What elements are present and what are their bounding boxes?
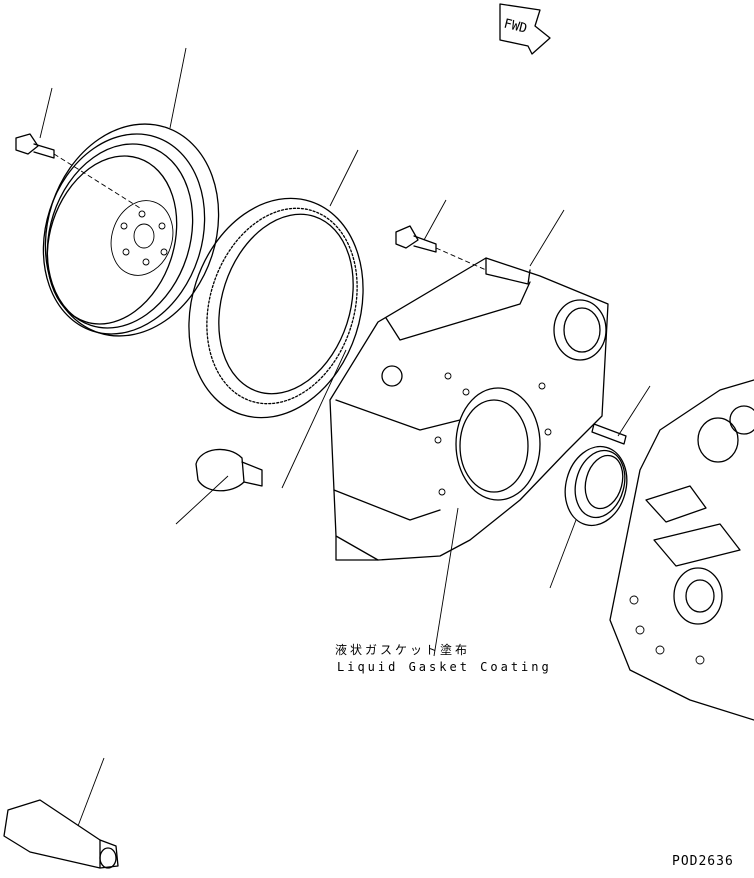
oil-seal-icon [564, 445, 628, 527]
flywheel-icon [42, 123, 220, 337]
gasket-annotation-en: Liquid Gasket Coating [337, 660, 552, 674]
engine-block-icon [609, 379, 754, 721]
fwd-arrow-icon: FWD [499, 3, 551, 55]
gasket-annotation-jp: 液状ガスケット塗布 [335, 643, 471, 657]
fwd-label: FWD [502, 17, 529, 37]
flywheel-housing-icon [329, 257, 609, 561]
leader-lines [39, 47, 651, 827]
dowel-pin-icon [591, 423, 627, 445]
figure-code: POD2636 [672, 854, 734, 869]
flywheel-bolt-icon [15, 133, 141, 209]
gasket-tube-icon [3, 799, 119, 869]
housing-bolt-icon [395, 225, 487, 271]
plug-icon [195, 448, 263, 492]
ring-gear-icon [188, 197, 364, 419]
